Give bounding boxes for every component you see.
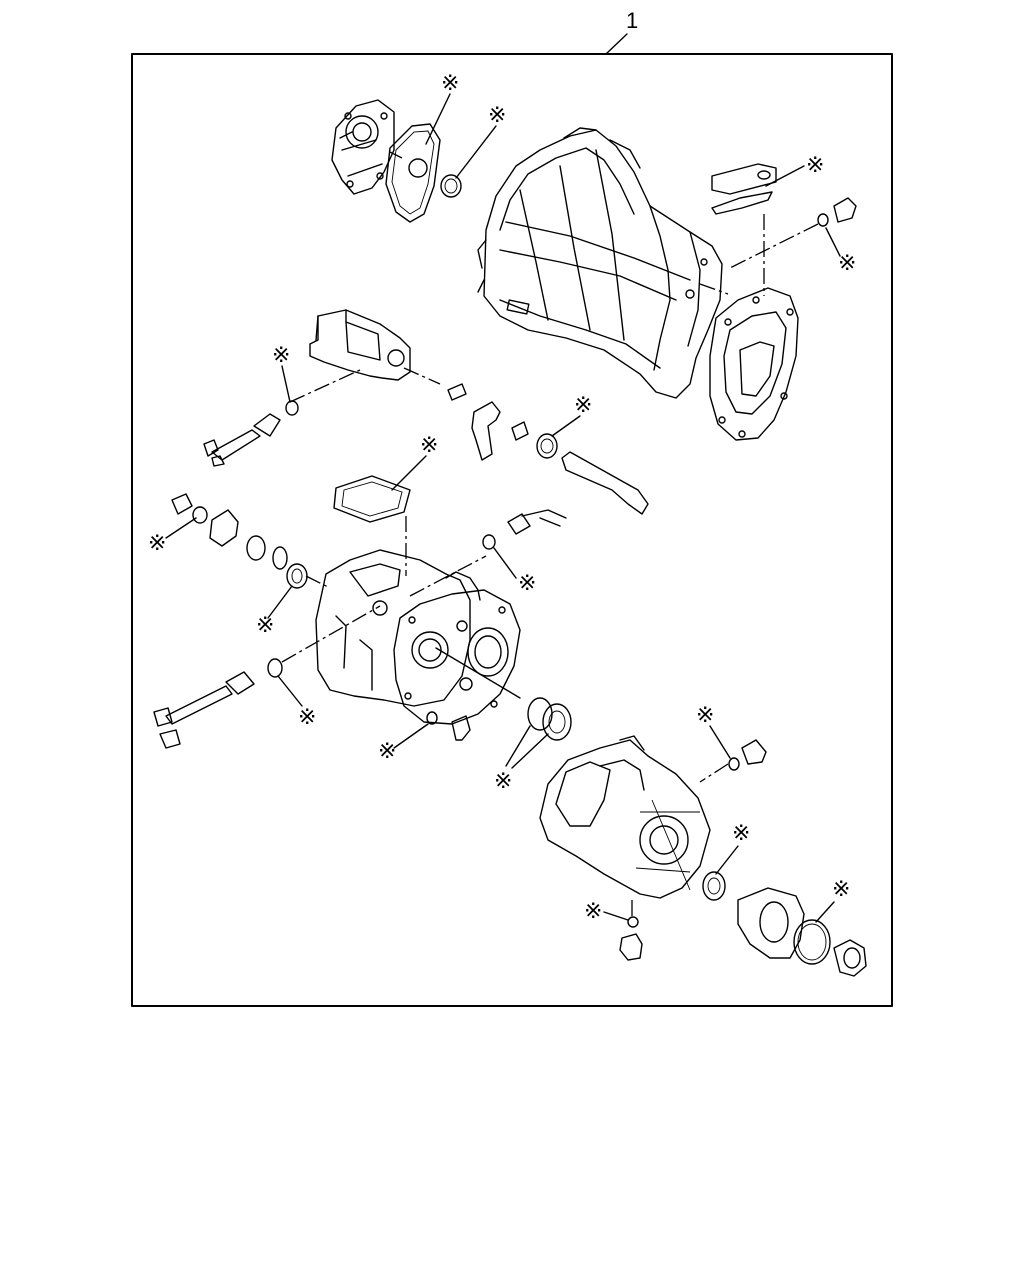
diagram-frame — [131, 53, 893, 1007]
marker-17: ※ — [584, 898, 602, 923]
select-lever — [471, 401, 501, 461]
transmission-case — [477, 127, 723, 399]
companion-flange — [833, 939, 867, 977]
marker-10: ※ — [256, 612, 274, 637]
fill-plug — [619, 916, 643, 961]
speed-sensor-right — [482, 509, 567, 550]
pinion-seal — [702, 871, 726, 901]
marker-6: ※ — [574, 392, 592, 417]
marker-9: ※ — [518, 570, 536, 595]
lever-bushing — [511, 421, 529, 441]
marker-3: ※ — [806, 152, 824, 177]
drain-plug-mid — [426, 711, 471, 741]
cover-gasket — [385, 123, 441, 223]
marker-14: ※ — [696, 702, 714, 727]
lever-seal — [536, 433, 558, 459]
shift-link — [711, 163, 777, 215]
drain-plug-upper — [817, 197, 857, 227]
callout-leader — [605, 33, 628, 55]
marker-7: ※ — [420, 432, 438, 457]
marker-5: ※ — [272, 342, 290, 367]
extension-gasket — [793, 919, 831, 965]
marker-12: ※ — [378, 738, 396, 763]
marker-1: ※ — [441, 70, 459, 95]
marker-4: ※ — [838, 250, 856, 275]
front-cover-plate — [331, 99, 395, 195]
adapter-flange — [709, 287, 799, 441]
transfer-case — [315, 549, 521, 725]
marker-16: ※ — [832, 876, 850, 901]
shift-housing — [309, 309, 411, 381]
guide-collar — [447, 383, 467, 401]
top-cover-gasket — [333, 475, 411, 523]
speedometer-cable — [153, 658, 283, 749]
marker-13: ※ — [494, 768, 512, 793]
cover-o-ring — [440, 174, 462, 198]
marker-8: ※ — [148, 530, 166, 555]
speed-sensor-left — [203, 400, 299, 467]
callout-number: 1 — [626, 8, 638, 33]
shift-shaft — [561, 451, 649, 515]
output-flange-left — [171, 493, 308, 589]
marker-group: ※ ※ ※ ※ ※ ※ ※ ※ ※ ※ ※ ※ ※ ※ ※ ※ ※ — [148, 70, 856, 923]
differential-carrier — [539, 735, 711, 899]
marker-11: ※ — [298, 704, 316, 729]
output-seals — [527, 697, 572, 741]
breather-plug — [728, 739, 767, 771]
marker-2: ※ — [488, 102, 506, 127]
marker-15: ※ — [732, 820, 750, 845]
